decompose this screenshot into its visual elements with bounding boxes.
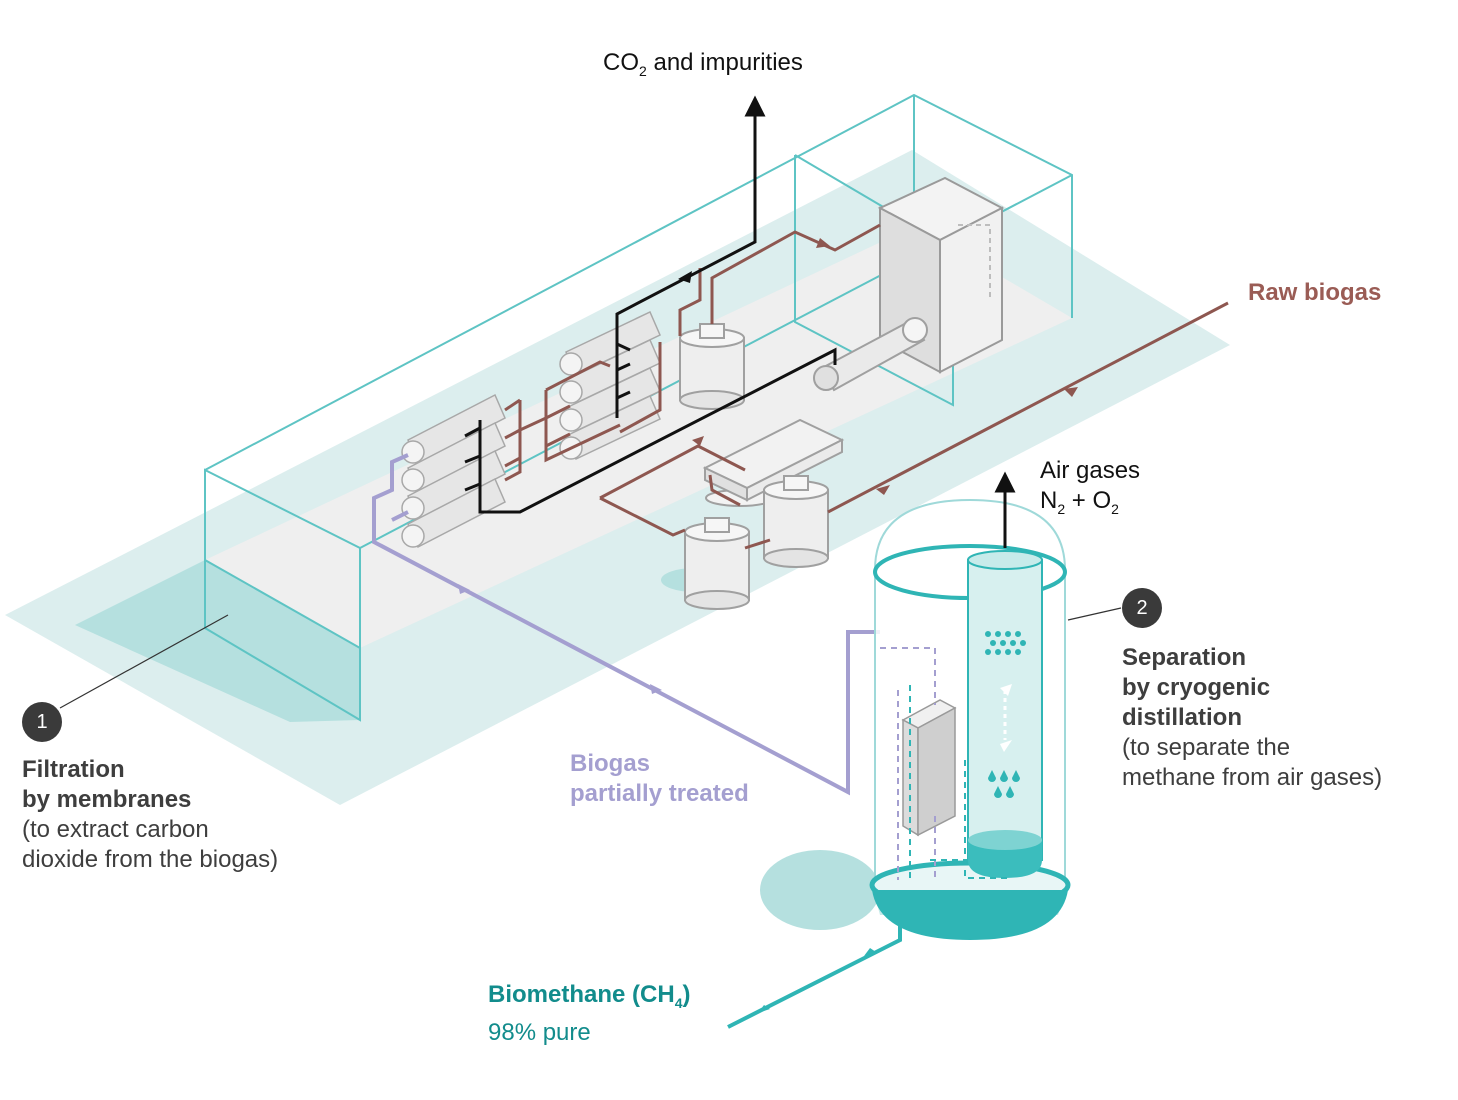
raw-biogas-arrows (692, 238, 1078, 495)
tank-bottom (661, 517, 750, 610)
biomethane-purity: 98% pure (488, 1019, 591, 1046)
raw-biogas-label: Raw biogas (1248, 279, 1382, 306)
step-1-label: Filtration by membranes (to extract carb… (22, 756, 279, 873)
co2-flow-arrow (678, 271, 692, 283)
compressor-cylinder (813, 317, 928, 392)
raw-biogas-pipes (504, 223, 1229, 550)
step-2-badge: 2 (1122, 588, 1162, 628)
tank-top (679, 323, 745, 410)
leader-line-step-1 (59, 614, 229, 709)
air-gases-line1: Air gases (1040, 457, 1141, 484)
air-gases-label: Air gases N2 + O2 (1040, 456, 1140, 524)
partially-treated-pipe (372, 453, 880, 796)
biomethane-label: Biomethane (CH4) 98% pure (488, 980, 690, 1048)
partially-treated-label: Biogas partially treated (570, 750, 749, 807)
cryogenic-column (760, 498, 1071, 940)
tank-middle (702, 418, 845, 568)
step-2-label: Separation by cryogenic distillation (to… (1122, 644, 1383, 791)
air-gases-formula: N2 + O2 (1040, 487, 1119, 517)
biomethane-title: Biomethane (CH4) (488, 981, 691, 1011)
biomethane-pipe (727, 925, 902, 1029)
biomethane-arrows (758, 948, 876, 1013)
step-1-badge: 1 (22, 702, 62, 742)
leader-line-step-2 (1067, 607, 1122, 621)
partially-treated-arrows (458, 584, 662, 694)
co2-label: CO2 and impurities (603, 49, 803, 79)
